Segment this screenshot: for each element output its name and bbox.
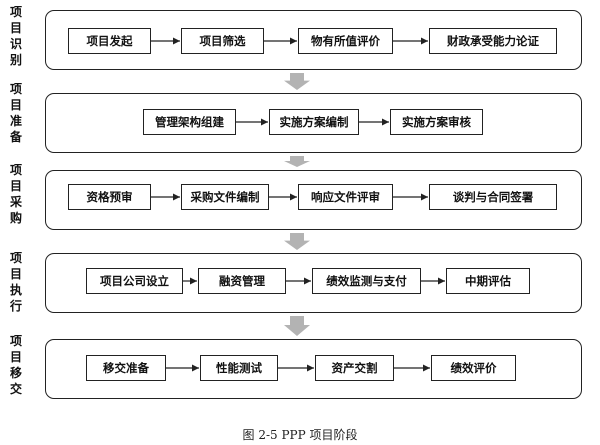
stage-label-4: 项目执行 bbox=[6, 250, 26, 314]
step-box: 管理架构组建 bbox=[143, 109, 236, 135]
stage-label-char: 目 bbox=[9, 21, 22, 35]
stage-label-char: 目 bbox=[9, 179, 22, 193]
step-box: 响应文件评审 bbox=[298, 184, 393, 210]
stage-label-char: 执 bbox=[9, 283, 22, 297]
stage-label-char: 项 bbox=[9, 251, 22, 265]
stage-label-3: 项目采购 bbox=[6, 162, 26, 226]
stage-label-2: 项目准备 bbox=[6, 81, 26, 145]
stage-label-char: 备 bbox=[9, 130, 22, 144]
step-box: 项目发起 bbox=[68, 28, 151, 54]
step-box: 性能测试 bbox=[200, 355, 278, 381]
step-box: 采购文件编制 bbox=[181, 184, 269, 210]
stage-label-char: 购 bbox=[9, 211, 22, 225]
stage-down-arrow bbox=[284, 156, 310, 167]
stage-label-char: 项 bbox=[9, 5, 22, 19]
step-box: 资格预审 bbox=[68, 184, 151, 210]
stage-label-char: 项 bbox=[9, 163, 22, 177]
stage-label-char: 准 bbox=[9, 114, 22, 128]
stage-label-char: 行 bbox=[9, 299, 22, 313]
step-box: 谈判与合同签署 bbox=[429, 184, 557, 210]
stage-label-1: 项目识别 bbox=[6, 4, 26, 68]
step-box: 项目筛选 bbox=[181, 28, 264, 54]
step-box: 中期评估 bbox=[446, 268, 530, 294]
stage-label-char: 别 bbox=[9, 53, 22, 67]
figure-caption: 图 2-5 PPP 项目阶段 bbox=[242, 428, 358, 442]
step-box: 项目公司设立 bbox=[86, 268, 183, 294]
step-box: 财政承受能力论证 bbox=[429, 28, 557, 54]
step-box: 实施方案编制 bbox=[269, 109, 359, 135]
step-box: 物有所值评价 bbox=[298, 28, 393, 54]
stage-label-char: 移 bbox=[9, 366, 22, 380]
stage-label-char: 采 bbox=[9, 195, 22, 209]
stage-label-char: 交 bbox=[9, 382, 22, 396]
step-box: 绩效监测与支付 bbox=[312, 268, 421, 294]
stage-label-char: 项 bbox=[9, 82, 22, 96]
step-box: 绩效评价 bbox=[431, 355, 516, 381]
stage-down-arrow bbox=[284, 73, 310, 90]
stage-down-arrow bbox=[284, 233, 310, 250]
step-box: 实施方案审核 bbox=[390, 109, 483, 135]
stage-label-5: 项目移交 bbox=[6, 333, 26, 397]
stage-down-arrow bbox=[284, 316, 310, 336]
step-box: 融资管理 bbox=[198, 268, 286, 294]
step-box: 移交准备 bbox=[86, 355, 166, 381]
stage-label-char: 目 bbox=[9, 350, 22, 364]
stage-label-char: 识 bbox=[9, 37, 22, 51]
step-box: 资产交割 bbox=[315, 355, 394, 381]
stage-label-char: 目 bbox=[9, 98, 22, 112]
stage-label-char: 项 bbox=[9, 334, 22, 348]
stage-label-char: 目 bbox=[9, 267, 22, 281]
